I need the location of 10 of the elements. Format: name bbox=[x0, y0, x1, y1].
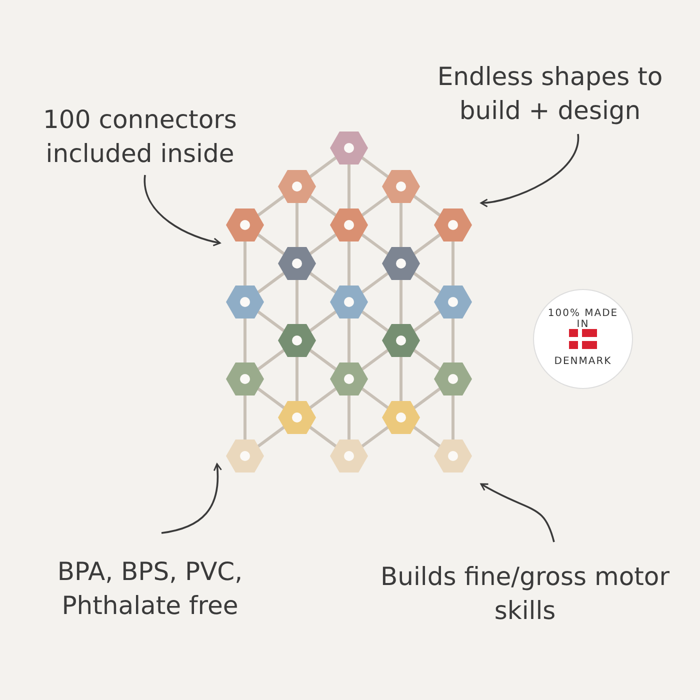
arrow bbox=[161, 463, 222, 534]
badge-text: 100% MADE IN bbox=[546, 308, 620, 330]
callout-text: Builds fine/gross motor skills bbox=[380, 560, 670, 628]
callout-text: Endless shapes to build + design bbox=[410, 60, 690, 128]
arrow bbox=[144, 174, 221, 246]
arrow bbox=[480, 134, 579, 207]
badge-text: DENMARK bbox=[553, 356, 613, 367]
callout-text: 100 connectors included inside bbox=[15, 103, 265, 171]
arrow bbox=[480, 483, 555, 542]
callout-text: BPA, BPS, PVC, Phthalate free bbox=[35, 555, 265, 623]
